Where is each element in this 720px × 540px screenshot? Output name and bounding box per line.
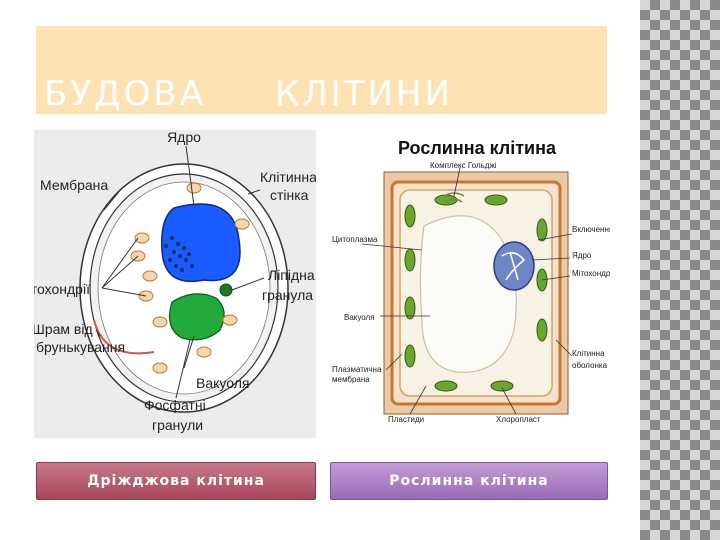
yeast-label-lipid-2: гранула — [262, 287, 313, 303]
yeast-label-wall-1: Клітинна — [260, 169, 316, 185]
plant-label-shell-2: оболонка — [572, 361, 608, 370]
lipid-granule — [220, 284, 232, 296]
plant-label-cytoplasm: Цитоплазма — [332, 235, 378, 244]
plant-heading: Рослинна клітина — [398, 138, 557, 158]
plant-label-inclusion: Включення — [572, 225, 610, 234]
plant-cell-diagram: Рослинна клітина Комплекс Гольджі Цитопл… — [326, 130, 610, 438]
yeast-label-scar-2: брунькування — [36, 339, 125, 355]
yeast-cell-diagram: Ядро Мембрана Клітинна стінка Мітохондрі… — [34, 130, 316, 438]
yeast-cell-caption: Дріжджова клітина — [36, 462, 316, 500]
yeast-nucleus — [162, 204, 240, 281]
yeast-label-phosphate-2: гранули — [152, 417, 203, 433]
yeast-label-scar-1: Шрам від — [34, 321, 93, 337]
plant-label-plasma-2: мембрана — [332, 375, 370, 384]
slide-title: БУДОВА КЛІТИНИ — [44, 74, 453, 114]
plant-label-mitochondria: Мітохондрії — [572, 269, 610, 278]
plant-label-nucleus: Ядро — [572, 251, 592, 260]
plant-label-shell-1: Клітинна — [572, 349, 605, 358]
plant-label-golgi: Комплекс Гольджі — [430, 161, 497, 170]
plant-vacuole — [420, 216, 516, 373]
plant-label-plasma-1: Плазматична — [332, 365, 382, 374]
plant-label-plastids: Пластиди — [388, 415, 424, 424]
yeast-label-membrane: Мембрана — [40, 177, 108, 193]
yeast-label-mitochondria: Мітохондрії — [34, 281, 90, 297]
yeast-label-vacuole: Вакуоля — [196, 375, 249, 391]
yeast-label-nucleus: Ядро — [167, 130, 201, 145]
plant-label-vacuole: Вакуоля — [344, 313, 375, 322]
yeast-label-phosphate-1: Фосфатні — [144, 397, 206, 413]
plant-cell-caption: Рослинна клітина — [330, 462, 608, 500]
decorative-side-pattern — [640, 0, 720, 540]
yeast-label-lipid-1: Ліпідна — [268, 267, 315, 283]
yeast-vacuole — [170, 294, 225, 340]
plant-label-chloroplast: Хлоропласт — [496, 415, 541, 424]
yeast-label-wall-2: стінка — [270, 187, 309, 203]
